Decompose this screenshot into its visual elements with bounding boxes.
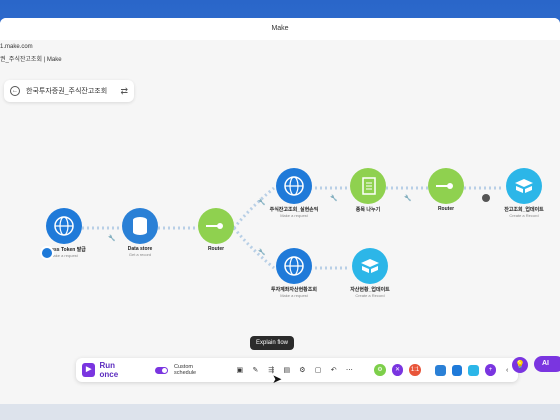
svg-text:🔧: 🔧 bbox=[258, 198, 265, 206]
add-module-icon[interactable]: + bbox=[484, 364, 497, 376]
globe-icon bbox=[46, 208, 82, 244]
comment-icon[interactable]: ▢ bbox=[314, 367, 322, 374]
svg-text:🔧: 🔧 bbox=[330, 194, 337, 202]
airtable-app-icon[interactable] bbox=[468, 364, 479, 376]
http-app-icon[interactable] bbox=[434, 364, 446, 376]
window-title: Make bbox=[0, 18, 560, 40]
ai-button[interactable]: AI bbox=[534, 356, 560, 372]
globe-icon bbox=[276, 168, 312, 204]
chevron-left-icon[interactable]: ‹ bbox=[505, 366, 509, 374]
globe-icon bbox=[276, 248, 312, 284]
svg-text:🔧: 🔧 bbox=[258, 248, 265, 256]
text-parser-icon[interactable]: 1:1 bbox=[409, 364, 421, 376]
node-data-store[interactable]: Data store Get a record bbox=[112, 208, 168, 257]
node-http-1[interactable]: 주식잔고조회_실현손익 Make a request bbox=[264, 168, 324, 218]
flow-control-icon[interactable]: ✕ bbox=[391, 364, 404, 376]
back-arrow-icon[interactable]: ← bbox=[10, 86, 20, 96]
calendar-icon[interactable]: ▣ bbox=[236, 367, 244, 374]
bottom-toolbar: ▶ Run once Custom schedule ▣ ✎ ⇶ ▤ ⚙ ▢ ↶… bbox=[76, 358, 518, 382]
notes-icon[interactable]: ▤ bbox=[283, 367, 291, 374]
list-icon bbox=[350, 168, 386, 204]
play-icon: ▶ bbox=[82, 363, 96, 377]
scenario-header: ← 한국투자증권_주식잔고조회 ⇄ bbox=[4, 80, 134, 102]
explain-flow-tooltip: Explain flow bbox=[250, 336, 295, 350]
more-icon[interactable]: ⋯ bbox=[345, 367, 353, 374]
node-router-1[interactable]: Router bbox=[188, 208, 244, 252]
os-taskbar bbox=[0, 404, 560, 420]
flow-canvas: 🔧 🔧 🔧 🔧 🔧 bbox=[82, 186, 504, 270]
datastore-app-icon[interactable] bbox=[451, 364, 463, 376]
node-iterator[interactable]: 종목 나누기 bbox=[340, 168, 396, 213]
explain-flow-icon[interactable]: ⇶ bbox=[268, 367, 275, 374]
schedule-label: Custom schedule bbox=[174, 364, 197, 376]
airtable-icon bbox=[352, 248, 388, 284]
magic-wand-icon[interactable]: ✎ bbox=[252, 367, 259, 374]
svg-text:🔧: 🔧 bbox=[404, 194, 411, 202]
node-update-2[interactable]: 자산현황_업데이트 Create a Record bbox=[340, 248, 400, 298]
node-router-2[interactable]: Router bbox=[418, 168, 474, 212]
settings-icon[interactable]: ⚙ bbox=[299, 367, 306, 374]
swap-icon[interactable]: ⇄ bbox=[120, 85, 128, 96]
node-access-token[interactable]: Access Token 발급 Make a request bbox=[36, 208, 92, 258]
page-title-line: 권_주식잔고조회 | Make bbox=[0, 57, 62, 63]
svg-text:🔧: 🔧 bbox=[108, 234, 115, 242]
lightbulb-icon[interactable]: 💡 bbox=[512, 357, 528, 373]
undo-icon[interactable]: ↶ bbox=[330, 367, 337, 374]
schedule-toggle[interactable] bbox=[154, 366, 169, 374]
airtable-icon bbox=[506, 168, 542, 204]
run-once-button[interactable]: ▶ Run once bbox=[82, 361, 135, 379]
database-icon bbox=[122, 208, 158, 244]
url-line: 1.make.com bbox=[0, 44, 33, 50]
node-http-2[interactable]: 투자계좌자산현황조회 Make a request bbox=[264, 248, 324, 298]
node-update-1[interactable]: 잔고조회_업데이트 Create a Record bbox=[494, 168, 554, 218]
filter-icon bbox=[482, 194, 490, 202]
mouse-cursor-icon: ➤ bbox=[272, 372, 283, 386]
router-icon bbox=[428, 168, 464, 204]
scenario-name[interactable]: 한국투자증권_주식잔고조회 bbox=[26, 88, 108, 95]
router-icon bbox=[198, 208, 234, 244]
tools-icon[interactable]: ⚙ bbox=[374, 364, 386, 376]
clock-icon[interactable] bbox=[40, 246, 54, 260]
browser-window: Make 1.make.com 권_주식잔고조회 | Make ← 한국투자증권… bbox=[0, 18, 560, 404]
